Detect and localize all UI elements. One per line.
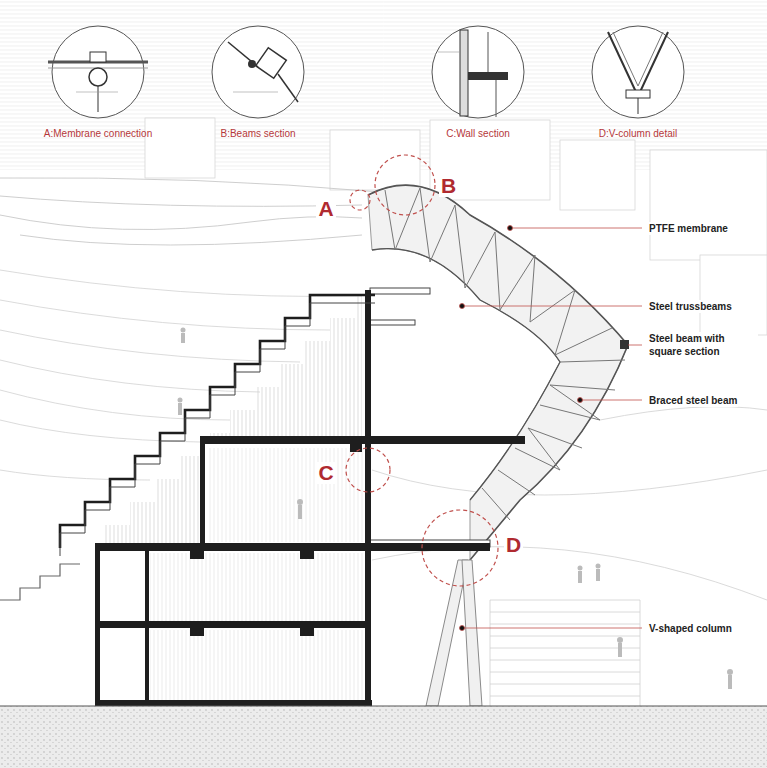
- section-structure: [95, 290, 525, 706]
- detail-title: D:V-column detail: [560, 128, 716, 139]
- part-label: V-shaped column: [648, 622, 733, 635]
- left-stairs: [0, 564, 80, 600]
- dashed-callout: [374, 154, 436, 216]
- detail-drawing: [183, 22, 333, 122]
- detail-title: C:Wall section: [400, 128, 556, 139]
- callout-circle: C: [346, 448, 390, 492]
- v-columns: [426, 560, 482, 706]
- callout-letter: C: [316, 462, 335, 484]
- dashed-circle: [375, 155, 435, 215]
- roof-curves: [0, 178, 380, 245]
- detail-circle: B:Beams section: [180, 22, 336, 144]
- people: [178, 328, 734, 690]
- part-label: Steel trussbeams: [648, 300, 733, 313]
- callout-circle: A: [350, 190, 370, 210]
- dashed-callout: [349, 189, 371, 211]
- ground-line: [0, 706, 767, 707]
- ground: [0, 706, 767, 768]
- part-label: Steel beam with square section: [648, 332, 758, 358]
- callout-letter: D: [504, 534, 523, 556]
- dashed-callout: [345, 447, 391, 493]
- seating-underside: [60, 303, 375, 556]
- detail-circle: A:Membrane connection: [20, 22, 176, 144]
- dashed-circle: [350, 190, 370, 210]
- detail-drawing: [563, 22, 713, 122]
- callout-letter: A: [316, 198, 335, 220]
- dashed-circle: [422, 510, 498, 586]
- callout-circle: D: [422, 510, 498, 586]
- detail-title: A:Membrane connection: [20, 128, 176, 139]
- detail-circle: C:Wall section: [400, 22, 556, 144]
- part-label: PTFE membrane: [648, 222, 729, 235]
- leader-lines: [460, 226, 643, 631]
- callout-letter: B: [439, 175, 458, 197]
- detail-circle: D:V-column detail: [560, 22, 716, 144]
- part-label: Braced steel beam: [648, 394, 738, 407]
- membrane-roof: [368, 185, 629, 560]
- detail-title: B:Beams section: [180, 128, 336, 139]
- square-beam: [620, 340, 629, 349]
- dashed-circle: [346, 448, 390, 492]
- dashed-callout: [421, 509, 499, 587]
- interior-hatch: [105, 295, 365, 700]
- detail-drawing: [403, 22, 553, 122]
- right-landscape: [372, 407, 767, 706]
- callout-circle: B: [375, 155, 435, 215]
- detail-drawing: [23, 22, 173, 122]
- walkways: [370, 288, 490, 547]
